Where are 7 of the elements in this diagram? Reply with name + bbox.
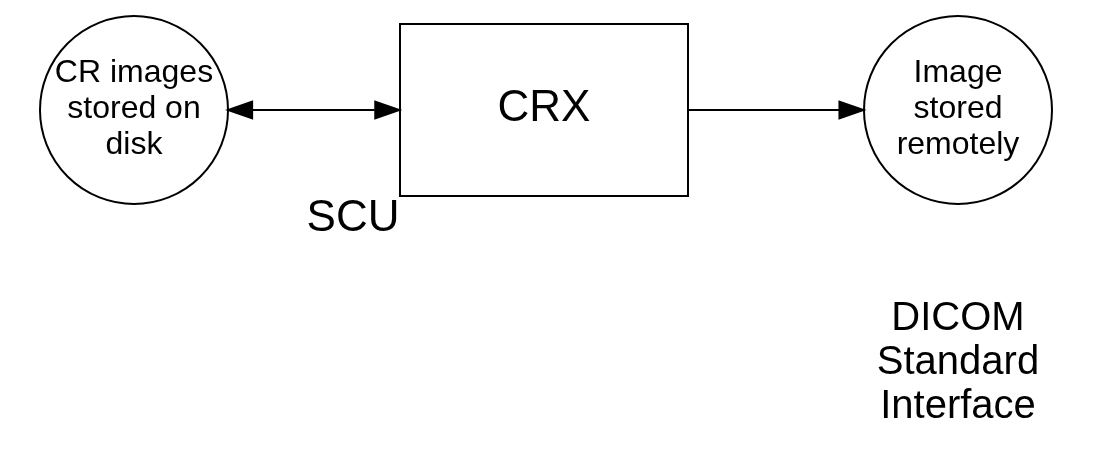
arrow xyxy=(224,100,402,120)
node-circle: CR images stored on disk xyxy=(38,15,229,205)
arrow xyxy=(686,100,866,120)
node-box: CRX xyxy=(398,23,689,197)
node-circle: Image stored remotely xyxy=(862,15,1053,205)
label: DICOM Standard Interface xyxy=(876,294,1039,426)
node-label: SCU xyxy=(306,191,399,241)
